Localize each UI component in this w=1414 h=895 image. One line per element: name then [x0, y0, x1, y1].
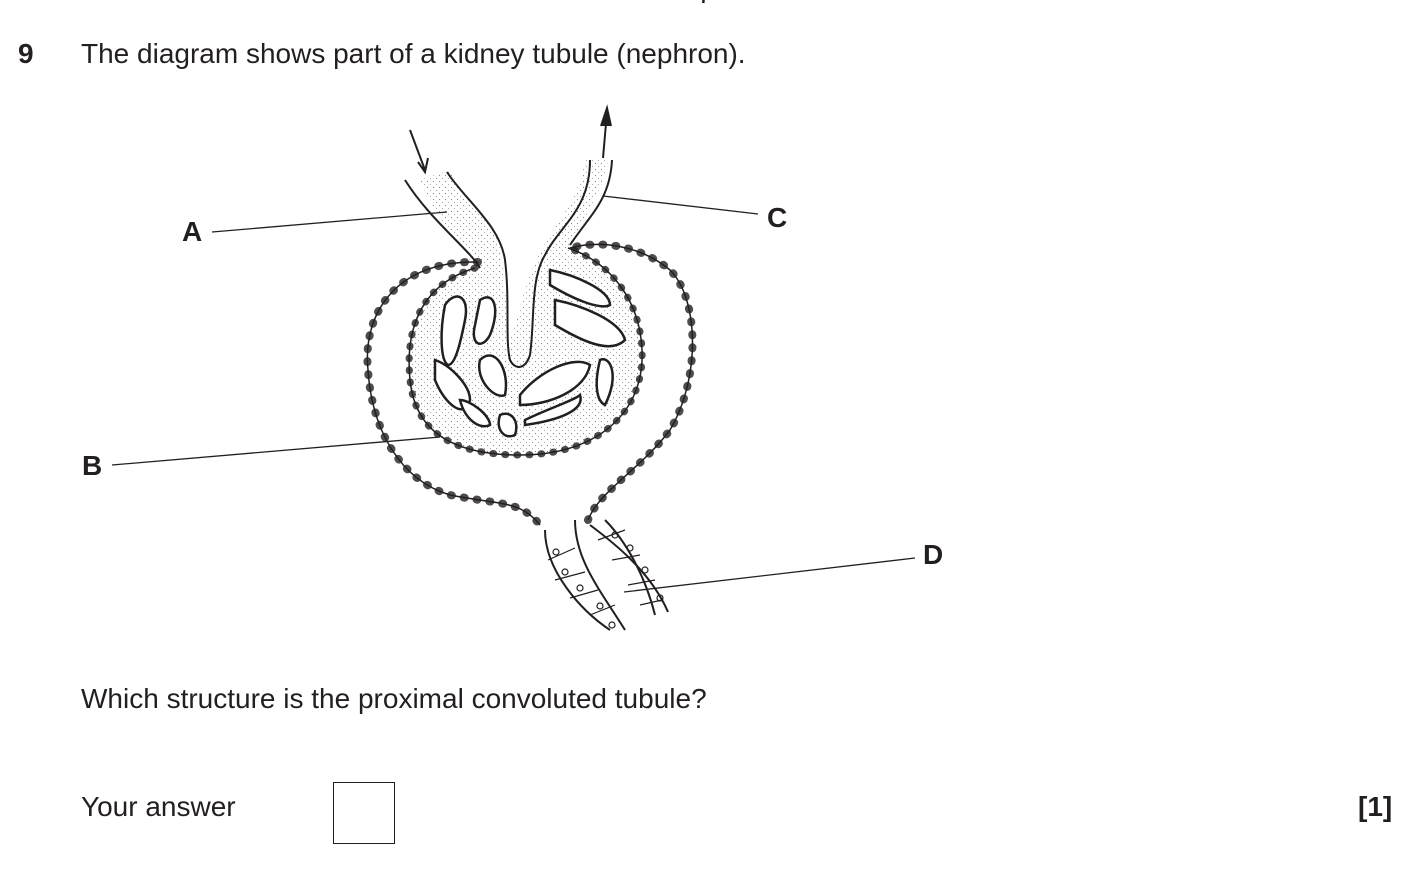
glomerulus: [433, 268, 627, 438]
answer-box[interactable]: [333, 782, 395, 844]
arrow-out-icon: [600, 104, 612, 159]
afferent-vessel: [404, 159, 613, 368]
label-b: B: [82, 450, 103, 481]
arrow-in-icon: [409, 129, 429, 175]
question-number: 9: [18, 38, 34, 69]
capsule-space: [409, 160, 643, 455]
marks: [1]: [1358, 791, 1393, 822]
answer-label: Your answer: [81, 791, 236, 822]
label-a: A: [182, 216, 203, 247]
label-d: D: [923, 539, 944, 570]
label-c: C: [767, 202, 788, 233]
leader-lines: [111, 195, 916, 593]
question-stem: The diagram shows part of a kidney tubul…: [81, 38, 746, 69]
question-prompt: Which structure is the proximal convolut…: [81, 683, 707, 714]
tubule: [544, 519, 669, 631]
page-number: 7: [697, 0, 713, 10]
